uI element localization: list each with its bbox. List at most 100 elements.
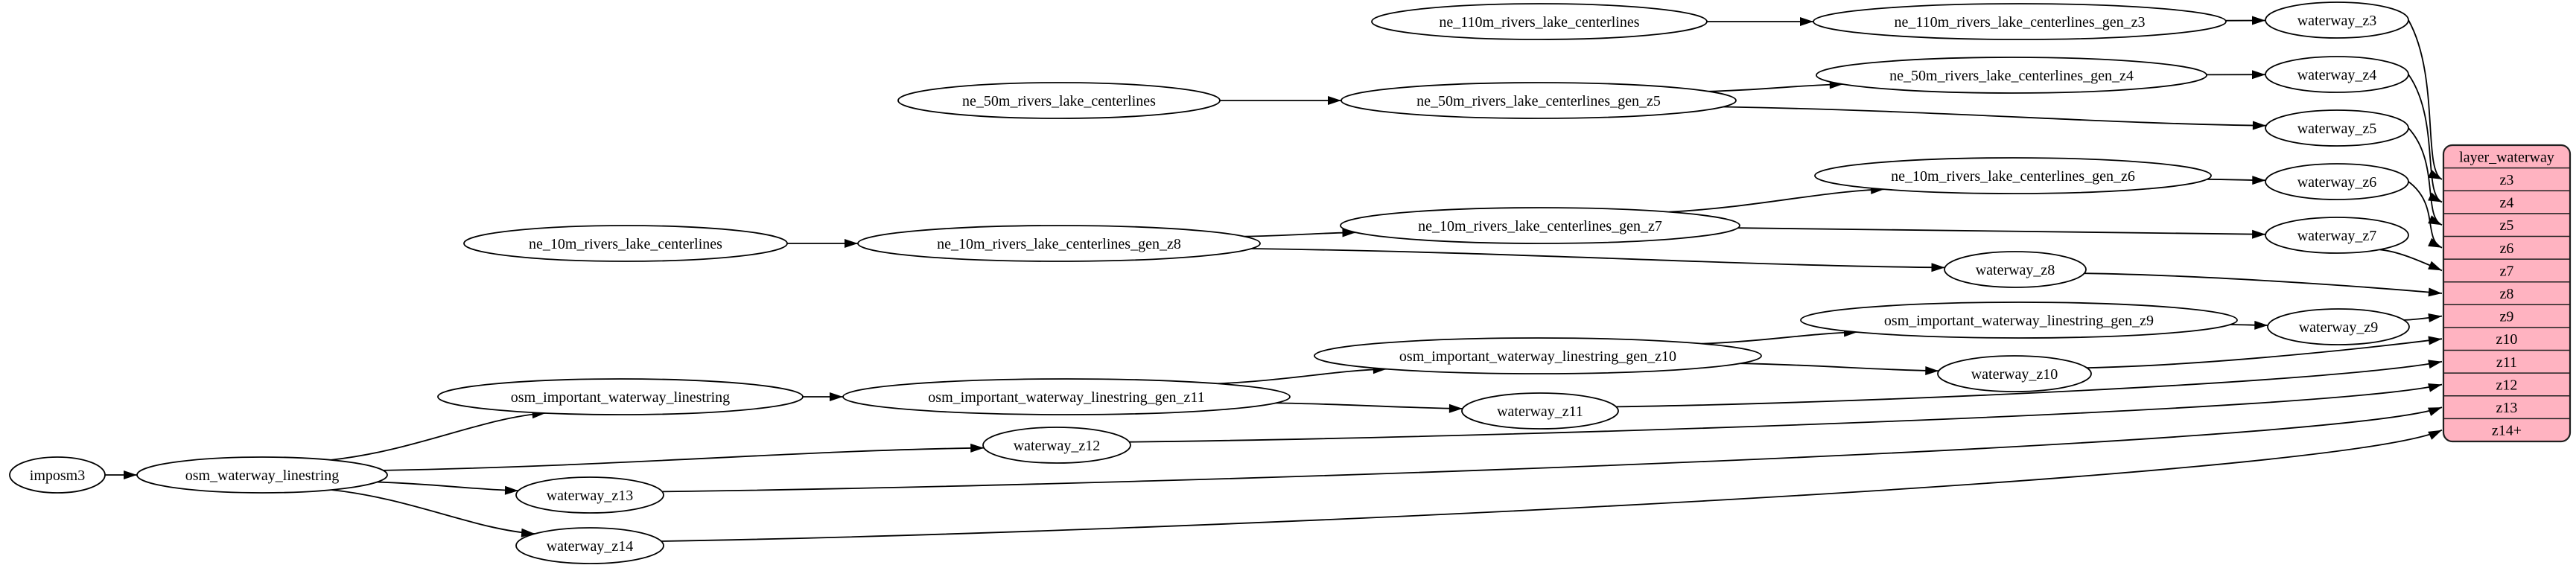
node-label: waterway_z5 xyxy=(2297,121,2377,137)
node-waterway-z5: waterway_z5 xyxy=(2265,109,2409,147)
table-row-z8: z8 xyxy=(2500,286,2514,302)
table-row-z3: z3 xyxy=(2500,172,2514,188)
edge-waterway-z5-to-layer-waterway-z5 xyxy=(2408,127,2443,226)
node-ne-10m-rivers-lake-centerlines: ne_10m_rivers_lake_centerlines xyxy=(463,225,788,262)
node-label: waterway_z10 xyxy=(1971,366,2058,383)
ellipse-shape xyxy=(897,82,1221,119)
node-label: waterway_z11 xyxy=(1497,403,1583,420)
ellipse-shape xyxy=(437,378,804,415)
ellipse-shape xyxy=(1816,57,2207,94)
node-label: waterway_z9 xyxy=(2299,319,2379,336)
ellipse-shape xyxy=(9,456,106,494)
node-ne-10m-rivers-lake-centerlines-gen-z8: ne_10m_rivers_lake_centerlines_gen_z8 xyxy=(857,225,1261,262)
node-label: ne_10m_rivers_lake_centerlines_gen_z7 xyxy=(1418,218,1662,234)
node-label: waterway_z4 xyxy=(2297,67,2377,83)
edge-ne-10m-rivers-lake-centerlines-gen-z8-to-waterway-z8 xyxy=(1251,248,1945,272)
ellipse-shape xyxy=(515,476,664,514)
ellipse-shape xyxy=(982,427,1131,464)
ellipse-shape xyxy=(2265,1,2409,39)
node-label: ne_110m_rivers_lake_centerlines xyxy=(1439,14,1639,31)
edge-waterway-z8-to-layer-waterway-z8 xyxy=(2084,272,2443,297)
edge-osm-waterway-linestring-to-osm-important-waterway-linestring xyxy=(330,409,546,461)
edge-waterway-z7-to-layer-waterway-z7 xyxy=(2379,249,2443,272)
table-row-z11: z11 xyxy=(2496,354,2517,371)
ellipse-shape xyxy=(515,527,664,564)
node-ne-110m-rivers-lake-centerlines: ne_110m_rivers_lake_centerlines xyxy=(1371,3,1708,40)
ellipse-shape xyxy=(2265,163,2409,200)
ellipse-shape xyxy=(1341,82,1737,119)
ellipse-shape xyxy=(1814,157,2212,194)
node-label: ne_50m_rivers_lake_centerlines_gen_z4 xyxy=(1889,68,2134,84)
node-ne-50m-rivers-lake-centerlines-gen-z5: ne_50m_rivers_lake_centerlines_gen_z5 xyxy=(1341,82,1737,119)
edge-osm-important-waterway-linestring-gen-z10-to-waterway-z10 xyxy=(1740,363,1939,375)
node-osm-important-waterway-linestring: osm_important_waterway_linestring xyxy=(437,378,804,415)
ellipse-shape xyxy=(1800,301,2238,339)
node-label: waterway_z6 xyxy=(2297,174,2377,191)
node-label: imposm3 xyxy=(30,468,85,484)
ellipse-shape xyxy=(1371,3,1708,40)
node-waterway-z11: waterway_z11 xyxy=(1461,392,1619,430)
node-label: waterway_z3 xyxy=(2297,13,2377,29)
edge-osm-important-waterway-linestring-gen-z11-to-waterway-z11 xyxy=(1275,402,1463,413)
node-label: ne_50m_rivers_lake_centerlines_gen_z5 xyxy=(1416,93,1661,109)
ellipse-shape xyxy=(2265,56,2409,93)
edge-ne-50m-rivers-lake-centerlines-gen-z5-to-waterway-z5 xyxy=(1723,106,2266,130)
node-ne-50m-rivers-lake-centerlines-gen-z4: ne_50m_rivers_lake_centerlines_gen_z4 xyxy=(1816,57,2207,94)
nodes-layer: imposm3 osm_waterway_linestring osm_import… xyxy=(9,1,2410,564)
edge-waterway-z11-to-layer-waterway-z11 xyxy=(1616,360,2443,408)
node-label: waterway_z13 xyxy=(547,488,634,504)
node-ne-110m-rivers-lake-centerlines-gen-z3: ne_110m_rivers_lake_centerlines_gen_z3 xyxy=(1813,3,2227,40)
node-osm-important-waterway-linestring-gen-z9: osm_important_waterway_linestring_gen_z9 xyxy=(1800,301,2238,339)
edge-waterway-z13-to-layer-waterway-z13 xyxy=(662,406,2443,493)
ellipse-shape xyxy=(1813,3,2227,40)
ellipse-shape xyxy=(136,456,388,494)
edge-osm-waterway-linestring-to-waterway-z13 xyxy=(377,481,519,495)
node-waterway-z8: waterway_z8 xyxy=(1944,251,2087,288)
edge-waterway-z4-to-layer-waterway-z4 xyxy=(2408,74,2443,203)
node-waterway-z4: waterway_z4 xyxy=(2265,56,2409,93)
ellipse-shape xyxy=(1944,251,2087,288)
edge-ne-10m-rivers-lake-centerlines-gen-z7-to-ne-10m-rivers-lake-centerlines-gen-z6 xyxy=(1669,185,1885,213)
node-label: ne_50m_rivers_lake_centerlines xyxy=(962,93,1156,109)
node-label: waterway_z7 xyxy=(2297,228,2377,244)
node-waterway-z3: waterway_z3 xyxy=(2265,1,2409,39)
node-waterway-z13: waterway_z13 xyxy=(515,476,664,514)
edge-ne-10m-rivers-lake-centerlines-gen-z7-to-waterway-z7 xyxy=(1737,227,2266,239)
layer-waterway-table: layer_waterwayz3z4z5z6z7z8z9z10z11z12z13… xyxy=(2442,144,2572,443)
node-osm-important-waterway-linestring-gen-z11: osm_important_waterway_linestring_gen_z1… xyxy=(842,378,1291,415)
node-ne-10m-rivers-lake-centerlines-gen-z7: ne_10m_rivers_lake_centerlines_gen_z7 xyxy=(1340,207,1740,244)
ellipse-shape xyxy=(2265,109,2409,147)
edges-layer xyxy=(104,16,2443,542)
table-row-z10: z10 xyxy=(2496,331,2518,348)
table-row-z5: z5 xyxy=(2500,217,2514,234)
node-label: ne_110m_rivers_lake_centerlines_gen_z3 xyxy=(1895,14,2146,31)
node-label: osm_important_waterway_linestring_gen_z1… xyxy=(1399,348,1676,365)
node-label: osm_waterway_linestring xyxy=(185,468,340,484)
node-waterway-z14: waterway_z14 xyxy=(515,527,664,564)
node-label: ne_10m_rivers_lake_centerlines xyxy=(529,236,722,252)
node-osm-important-waterway-linestring-gen-z10: osm_important_waterway_linestring_gen_z1… xyxy=(1314,337,1762,374)
table-layer: layer_waterwayz3z4z5z6z7z8z9z10z11z12z13… xyxy=(2442,144,2572,443)
table-row-z13: z13 xyxy=(2496,400,2518,416)
edge-waterway-z3-to-layer-waterway-z3 xyxy=(2408,19,2443,180)
node-imposm3: imposm3 xyxy=(9,456,106,494)
node-waterway-z12: waterway_z12 xyxy=(982,427,1131,464)
edge-osm-waterway-linestring-to-waterway-z14 xyxy=(331,489,535,537)
ellipse-shape xyxy=(2265,217,2409,254)
node-label: osm_important_waterway_linestring xyxy=(511,389,730,406)
edge-waterway-z9-to-layer-waterway-z9 xyxy=(2403,313,2443,322)
node-ne-10m-rivers-lake-centerlines-gen-z6: ne_10m_rivers_lake_centerlines_gen_z6 xyxy=(1814,157,2212,194)
table-title: layer_waterway xyxy=(2459,149,2554,165)
node-label: osm_important_waterway_linestring_gen_z9 xyxy=(1884,313,2154,329)
table-row-z14: z14+ xyxy=(2492,423,2522,439)
edge-waterway-z6-to-layer-waterway-z6 xyxy=(2408,181,2443,249)
node-waterway-z10: waterway_z10 xyxy=(1937,355,2092,392)
node-waterway-z6: waterway_z6 xyxy=(2265,163,2409,200)
table-row-z12: z12 xyxy=(2496,377,2518,393)
ellipse-shape xyxy=(463,225,788,262)
edge-osm-important-waterway-linestring-gen-z11-to-osm-important-waterway-linestring-gen-z10 xyxy=(1218,365,1387,385)
table-outline xyxy=(2442,144,2572,443)
node-label: waterway_z14 xyxy=(547,538,634,555)
ellipse-shape xyxy=(842,378,1291,415)
